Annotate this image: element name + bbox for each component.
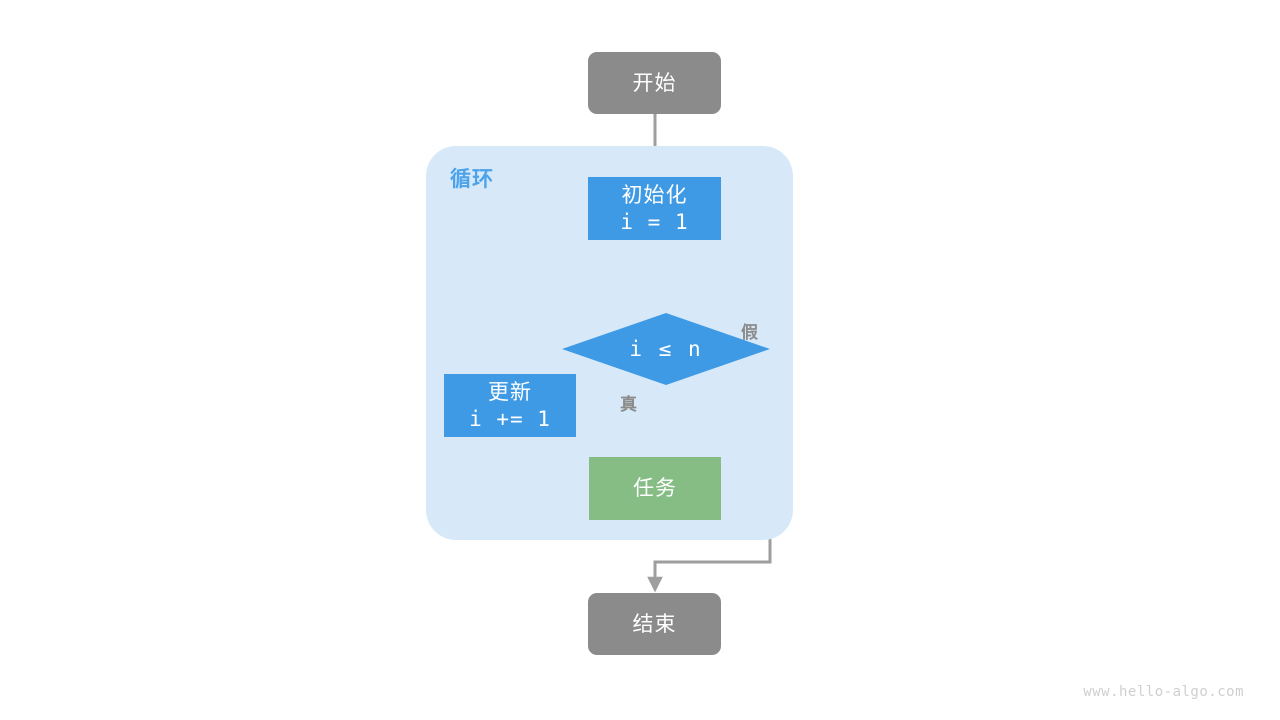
node-update-expression: i += 1: [469, 406, 551, 431]
loop-region-label: 循环: [450, 167, 494, 191]
node-task-label: 任务: [633, 476, 677, 501]
node-decision[interactable]: i ≤ n: [562, 313, 770, 385]
edge-label-false: 假: [741, 323, 759, 343]
node-update-label: 更新: [488, 380, 532, 405]
node-end-label: 结束: [632, 611, 677, 636]
node-task[interactable]: 任务: [589, 457, 721, 520]
node-init-label: 初始化: [621, 183, 688, 208]
node-init-expression: i = 1: [620, 209, 689, 234]
node-decision-label: i ≤ n: [629, 337, 703, 361]
node-end[interactable]: 结束: [588, 593, 721, 655]
node-start-label: 开始: [632, 70, 677, 95]
node-init[interactable]: 初始化 i = 1: [588, 177, 721, 240]
node-update[interactable]: 更新 i += 1: [444, 374, 576, 437]
edge-label-true: 真: [620, 395, 638, 415]
node-start[interactable]: 开始: [588, 52, 721, 114]
watermark: www.hello-algo.com: [1083, 684, 1244, 700]
